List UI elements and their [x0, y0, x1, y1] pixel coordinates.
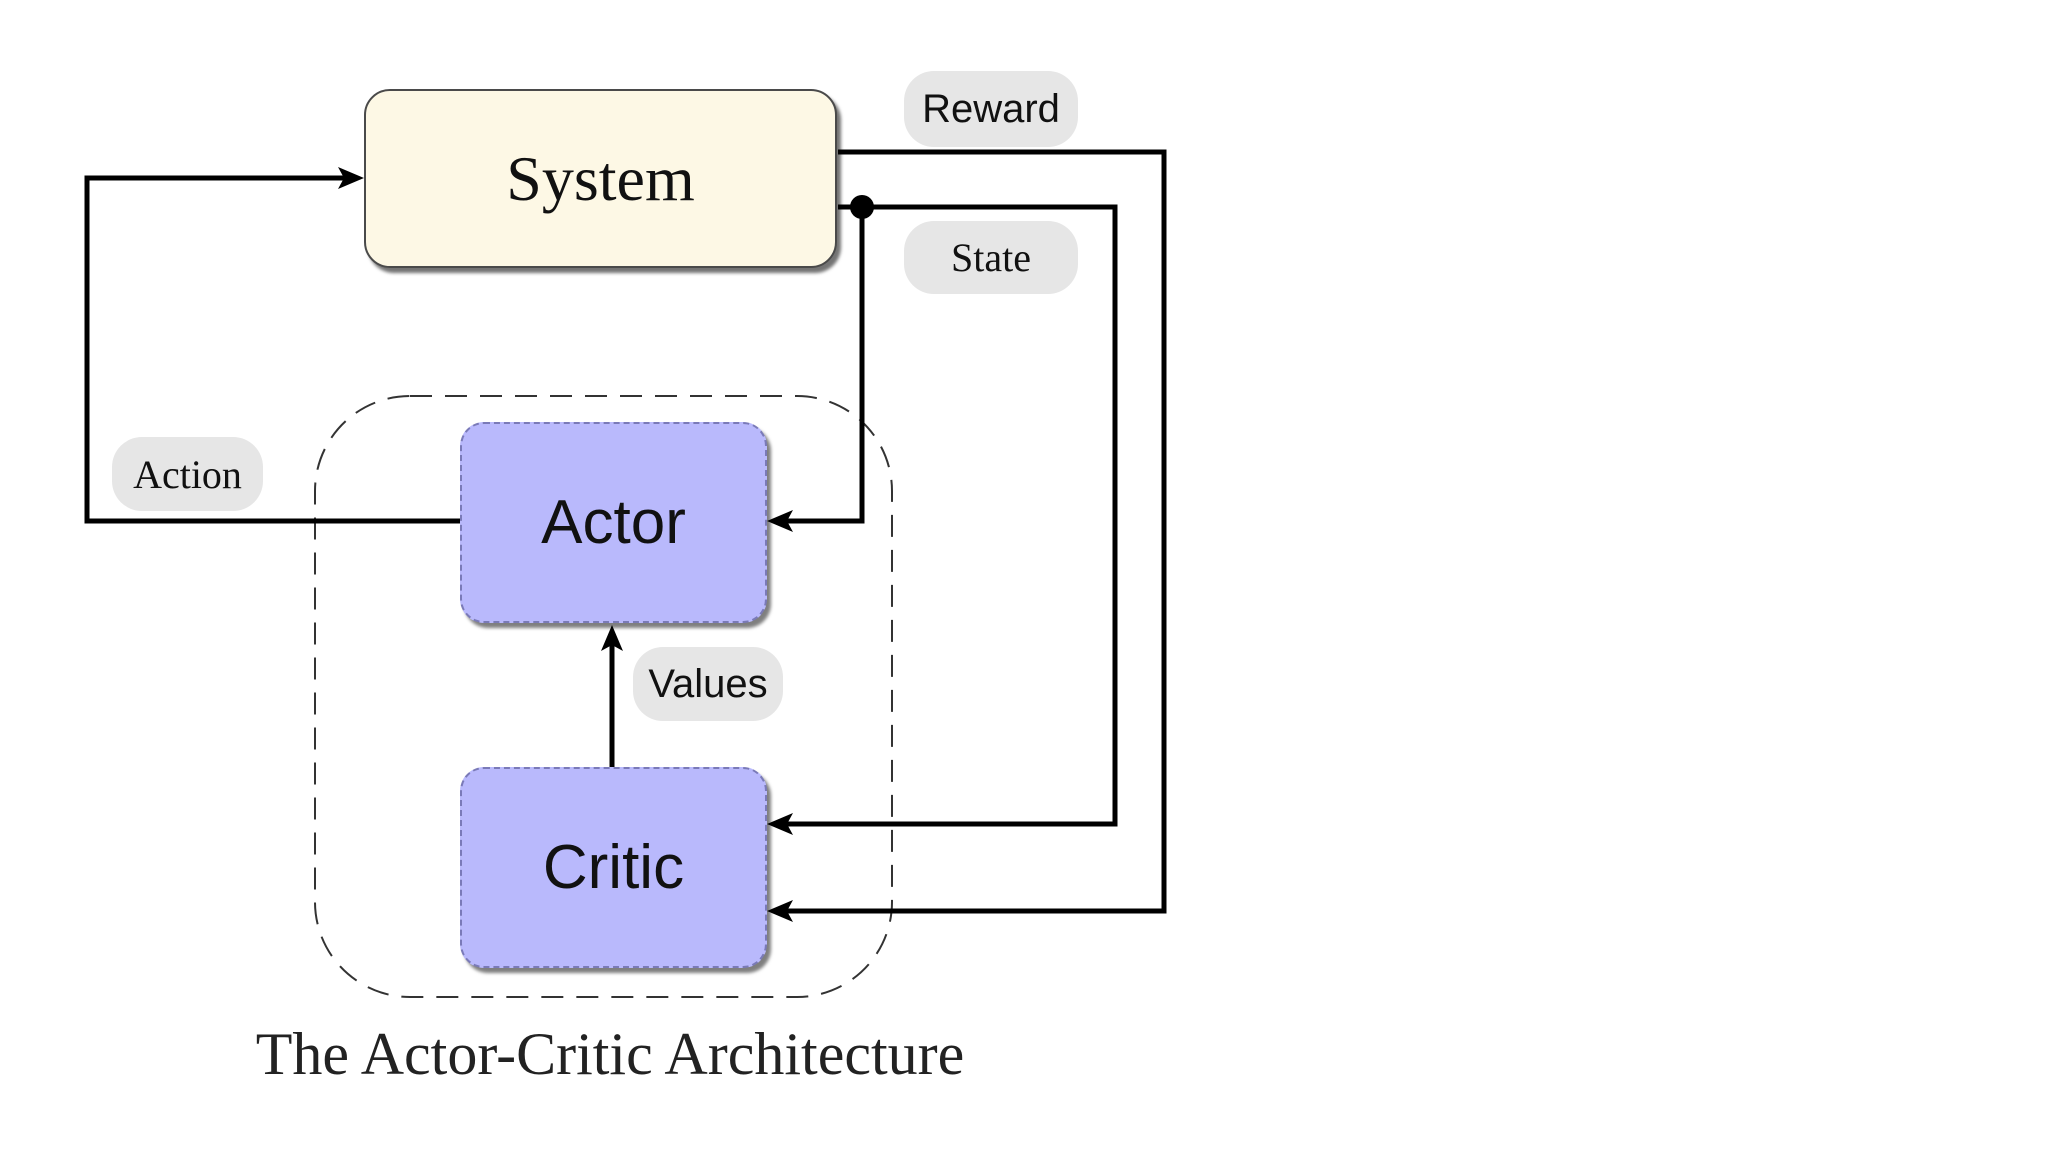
- action-edge-label: Action: [112, 437, 263, 511]
- agent-group-outline: [314, 395, 893, 998]
- critic-label: Critic: [542, 833, 685, 902]
- values-edge-label: Values: [633, 647, 783, 721]
- state-to-critic-connector: [783, 204, 1118, 827]
- actor-label: Actor: [541, 488, 686, 557]
- state-junction-dot: [850, 195, 874, 219]
- values-arrowhead: [601, 625, 623, 651]
- action-arrowhead: [338, 167, 364, 189]
- state-edge-label: State: [904, 221, 1078, 294]
- reward-connector: [783, 149, 1167, 914]
- reward-edge-label: Reward: [904, 71, 1078, 147]
- diagram-caption: The Actor-Critic Architecture: [255, 1021, 965, 1087]
- critic-node: Critic: [460, 767, 767, 968]
- state-to-actor-arrowhead: [767, 510, 793, 532]
- reward-arrowhead: [767, 900, 793, 922]
- state-to-critic-arrowhead: [767, 813, 793, 835]
- state-to-actor-connector: [783, 207, 865, 524]
- action-connector: [84, 175, 460, 524]
- system-label: System: [506, 142, 695, 214]
- system-node: System: [364, 89, 837, 268]
- actor-node: Actor: [460, 422, 767, 623]
